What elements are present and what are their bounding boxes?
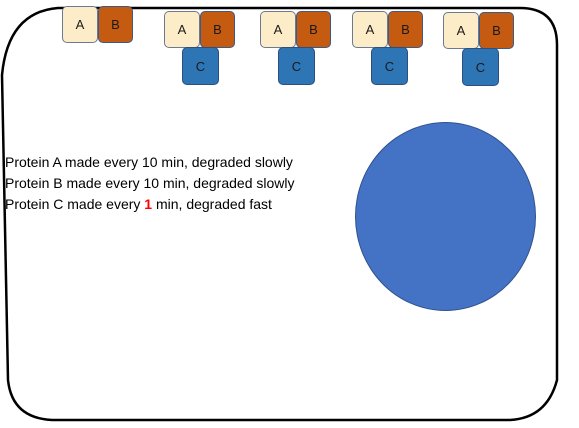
protein-c-description: Protein C made every 1 min, degraded fas… [5,194,345,215]
nucleus-circle [355,122,536,311]
protein-a-box: A [352,11,388,48]
protein-b-box: B [388,11,423,48]
protein-c-text-end: min, degraded fast [152,196,272,212]
protein-b-description: Protein B made every 10 min, degraded sl… [5,175,295,191]
protein-c-text-start: Protein C made every [5,196,145,212]
protein-a-box: A [164,11,200,48]
protein-b-box: B [200,11,235,48]
protein-a-box: A [62,6,98,43]
protein-b-box: B [479,12,514,49]
protein-a-box: A [443,12,479,49]
protein-b-box: B [98,6,133,43]
protein-description: Protein A made every 10 min, degraded sl… [5,152,345,215]
protein-c-rate-highlight: 1 [144,196,153,212]
protein-b-box: B [296,11,331,48]
protein-a-description: Protein A made every 10 min, degraded sl… [5,154,293,170]
protein-c-box: C [278,47,315,85]
protein-a-box: A [260,11,296,48]
protein-c-box: C [371,47,408,85]
protein-c-box: C [182,47,219,85]
protein-c-box: C [462,48,499,86]
